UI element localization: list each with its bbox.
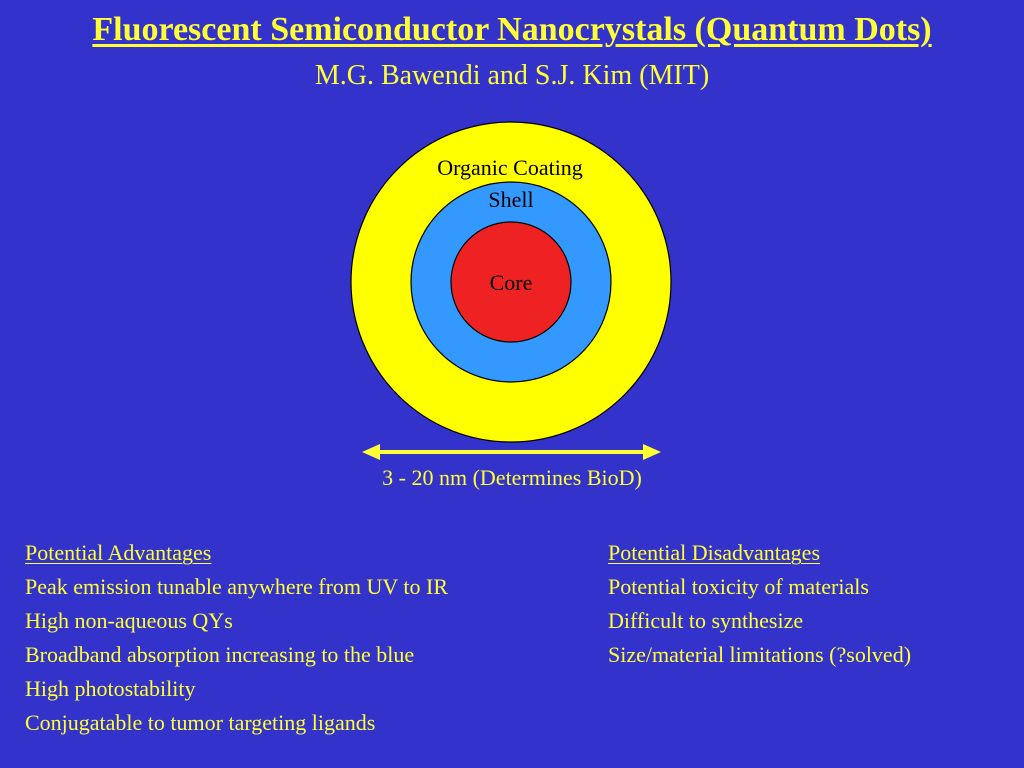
advantages-heading: Potential Advantages [25,540,212,565]
list-item: Size/material limitations (?solved) [608,642,912,667]
core-layer [450,221,572,343]
list-item: Peak emission tunable anywhere from UV t… [25,574,449,599]
advantages-list: Potential Advantages Peak emission tunab… [25,536,448,740]
slide-subtitle: M.G. Bawendi and S.J. Kim (MIT) [314,60,710,91]
organic-coating-label: Organic Coating [437,155,583,180]
list-item: High photostability [25,676,196,701]
double-arrow-icon [362,444,661,460]
quantum-dot-diagram: Organic Coating Shell Core [350,121,672,460]
list-item: Potential toxicity of materials [608,574,869,599]
core-label: Core [490,270,533,295]
list-item: Broadband absorption increasing to the b… [25,642,415,667]
list-item: Difficult to synthesize [608,608,804,633]
disadvantages-list: Potential Disadvantages Potential toxici… [608,536,911,672]
slide-title: Fluorescent Semiconductor Nanocrystals (… [92,11,932,48]
disadvantages-heading: Potential Disadvantages [608,540,821,565]
shell-label: Shell [488,187,533,212]
list-item: High non-aqueous QYs [25,608,233,633]
list-item: Conjugatable to tumor targeting ligands [25,710,376,735]
size-caption: 3 - 20 nm (Determines BioD) [382,465,642,490]
